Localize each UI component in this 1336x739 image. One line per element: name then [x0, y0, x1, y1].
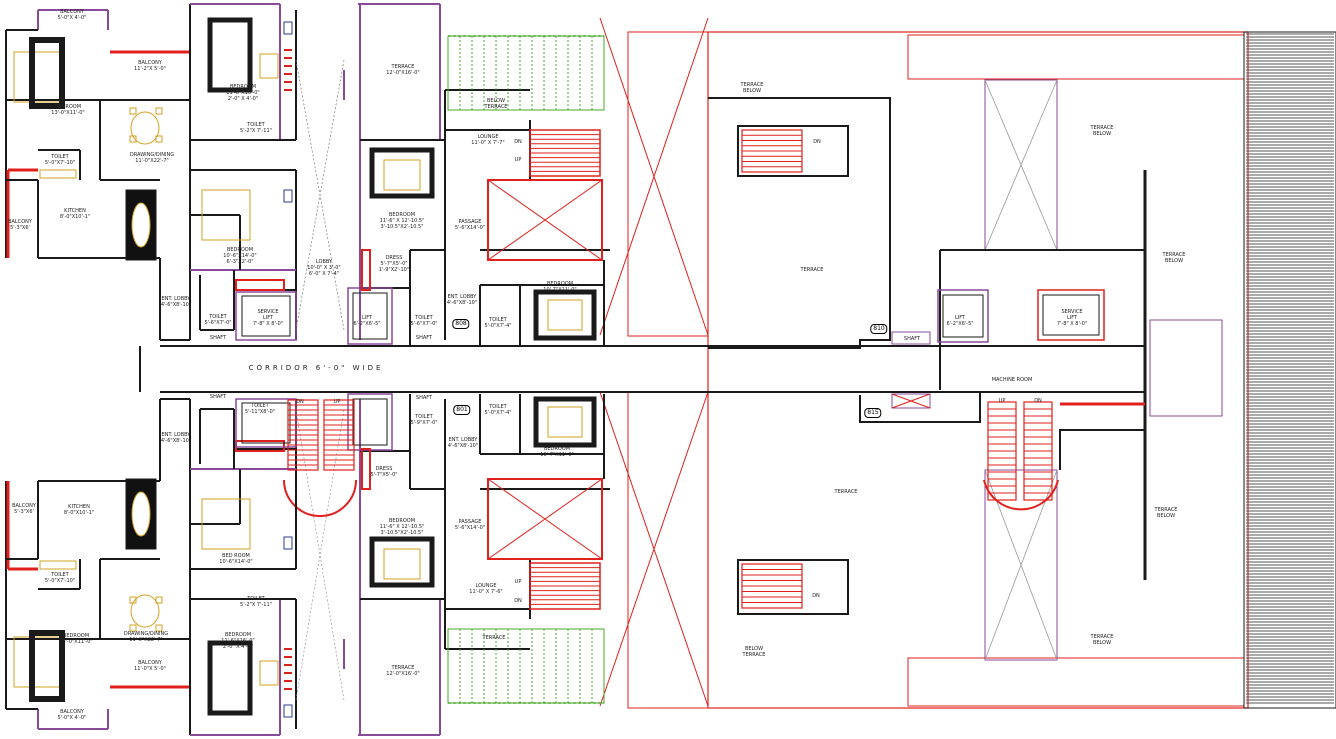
dining-table-oval [131, 491, 151, 537]
stair-flight [741, 129, 803, 173]
window-ac [283, 189, 293, 203]
bed-border-left [29, 630, 65, 702]
service-lift-shaft [1037, 289, 1105, 341]
duct-box [487, 179, 603, 261]
dining-table [130, 111, 160, 145]
toilet-fixture [259, 660, 279, 686]
wardrobe [361, 448, 371, 490]
garden-terrace [447, 35, 605, 111]
lift-shaft [937, 289, 989, 343]
bed [547, 406, 583, 438]
open-cross [984, 79, 1058, 251]
roof-wall [708, 391, 981, 423]
bed-border-left [29, 37, 65, 109]
stair-flight [1023, 401, 1053, 501]
service-lift [235, 398, 297, 448]
bed [201, 498, 251, 550]
duct-cross [487, 179, 603, 261]
lift-shaft [347, 393, 393, 451]
stair-flight [529, 562, 601, 610]
chair [155, 624, 163, 632]
toilet-fixture [259, 53, 279, 79]
counter [39, 560, 77, 570]
bed [201, 189, 251, 241]
bed-border-mid [207, 17, 253, 93]
chair [129, 135, 137, 143]
open-to-sky [984, 469, 1058, 661]
stair-flight [529, 129, 601, 177]
lift-car [352, 292, 388, 340]
chair [155, 596, 163, 604]
stair-landing-arc [983, 479, 1059, 511]
chair [129, 624, 137, 632]
dining-table [130, 594, 160, 628]
bed-border [533, 289, 597, 341]
roof-stair-room [737, 559, 849, 615]
wardrobe [361, 249, 371, 291]
bed-border-mid [207, 640, 253, 716]
shaft-cross [891, 393, 931, 409]
label-tag-815: 815 [864, 408, 882, 418]
bed-border [369, 147, 435, 199]
bed [13, 636, 61, 688]
garden-terrace [447, 628, 605, 704]
roof-outline [707, 31, 1249, 709]
duct-box [487, 478, 603, 560]
duct-cross [487, 478, 603, 560]
label-tag-801: 801 [453, 405, 471, 415]
wardrobe-strip [235, 279, 285, 291]
bed [13, 51, 61, 103]
lift-shaft [347, 287, 393, 345]
stair-landing-arc [283, 479, 357, 517]
chair [155, 107, 163, 115]
terrace-roof-top [907, 34, 1245, 80]
lobby-dash [295, 59, 345, 331]
shaft-box [891, 331, 931, 345]
red-duct [627, 391, 709, 709]
bed [383, 548, 421, 580]
roof-stair-room [737, 125, 849, 177]
red-duct [627, 31, 709, 337]
service-lift [235, 291, 297, 341]
lobby-dash [295, 409, 345, 701]
roof-wall [708, 97, 891, 349]
counter [39, 169, 77, 179]
dining-table-oval [131, 202, 151, 248]
bed [383, 159, 421, 191]
label-tag-808: 808 [452, 319, 470, 329]
shaft-diagonal [599, 391, 709, 707]
stair-flight [741, 563, 803, 609]
window-ac [283, 21, 293, 35]
hatch-border [1243, 31, 1336, 709]
terrace-roof-bottom [907, 657, 1245, 707]
lobby-dash [295, 409, 345, 701]
service-lift-car [1042, 294, 1100, 336]
shaft-diagonal [599, 17, 709, 336]
bed [547, 299, 583, 331]
window-ac [283, 704, 293, 718]
chair [129, 107, 137, 115]
stair-flight [987, 401, 1017, 501]
stair-flight [323, 399, 355, 471]
shaft-box [891, 393, 931, 409]
label-tag-810: 810 [870, 324, 888, 334]
window-ac [283, 536, 293, 550]
chair [155, 135, 163, 143]
bed-border [533, 396, 597, 448]
stair-flight [287, 399, 319, 471]
service-lift-car [241, 402, 291, 444]
roof-box [1149, 319, 1223, 417]
service-lift-car [241, 295, 291, 337]
chair [129, 596, 137, 604]
bed-border [369, 536, 435, 588]
lift-car [942, 294, 984, 338]
lift-car [352, 398, 388, 446]
